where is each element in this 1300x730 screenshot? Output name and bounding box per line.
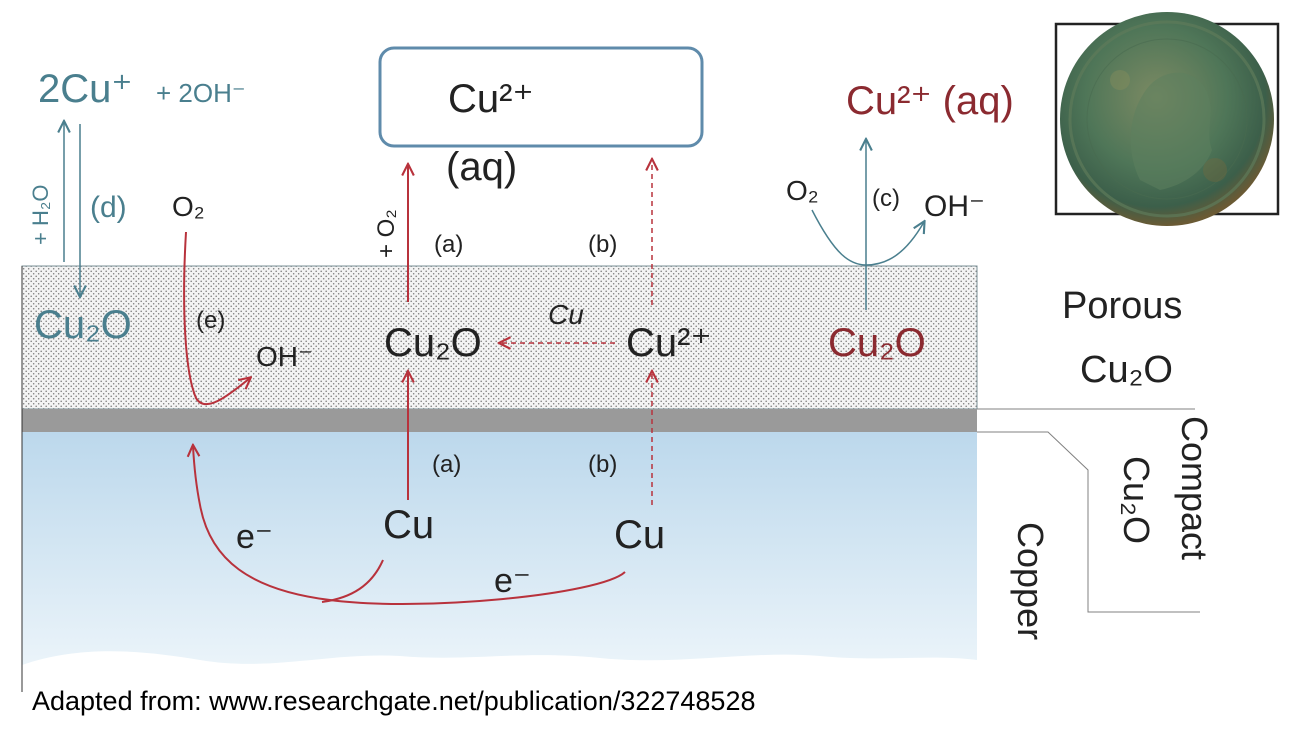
cu2plus-aq-right: Cu²⁺ (aq) xyxy=(846,79,1014,123)
cu2plus-aq-box xyxy=(378,46,704,148)
cu-a: Cu xyxy=(383,503,434,547)
cu2plus-mid: Cu²⁺ xyxy=(626,321,712,365)
compact-cu2o-layer xyxy=(22,409,977,432)
arrow-c-curve xyxy=(811,209,924,266)
copper-bottom-waves xyxy=(22,651,977,692)
cu-plus-top: 2Cu⁺ xyxy=(38,67,133,111)
h2o-side: + H₂O xyxy=(28,185,53,246)
cu2plus-box-line2: (aq) xyxy=(446,145,517,189)
arrow-electrons xyxy=(193,446,626,605)
cu2plus-box-line1: Cu²⁺ xyxy=(448,77,534,121)
label-b-top: (b) xyxy=(588,231,617,258)
copper-coin-photo-icon xyxy=(1054,12,1280,226)
cu2o-mid: Cu₂O xyxy=(384,321,482,365)
oh-right: OH⁻ xyxy=(924,190,985,223)
cu2o-right: Cu₂O xyxy=(828,321,926,365)
cu-italic: Cu xyxy=(548,299,584,330)
copper-label: Copper xyxy=(1010,522,1051,640)
labels: 2Cu⁺ + 2OH⁻ + H₂O (d) O₂ (e) OH⁻ Cu₂O Cu… xyxy=(28,67,1215,640)
o2-mid: + O₂ xyxy=(373,209,400,258)
oh-left: OH⁻ xyxy=(256,341,313,372)
e-minus-1: e⁻ xyxy=(236,518,273,556)
compact-label-line2: Cu₂O xyxy=(1116,456,1157,544)
arrow-e xyxy=(183,231,250,406)
label-c: (c) xyxy=(872,185,900,212)
label-d: (d) xyxy=(90,191,127,224)
source-caption: Adapted from: www.researchgate.net/publi… xyxy=(32,686,756,716)
compact-label-line1: Compact xyxy=(1174,416,1215,560)
copper-leader-line xyxy=(977,431,1200,613)
oh-top: + 2OH⁻ xyxy=(156,78,246,108)
porous-label-line2: Cu₂O xyxy=(1080,349,1173,391)
cu-b: Cu xyxy=(614,513,665,557)
o2-right: O₂ xyxy=(786,175,819,206)
arrows xyxy=(64,122,924,605)
label-e: (e) xyxy=(196,307,225,334)
label-a-bottom: (a) xyxy=(432,451,461,478)
porous-label-line1: Porous xyxy=(1062,285,1182,327)
o2-left: O₂ xyxy=(172,191,205,222)
copper-layer xyxy=(22,432,977,692)
label-a-top: (a) xyxy=(434,231,463,258)
label-b-bottom: (b) xyxy=(588,451,617,478)
e-minus-2: e⁻ xyxy=(494,562,531,600)
cu2o-left: Cu₂O xyxy=(34,303,132,347)
layers xyxy=(21,265,1200,692)
electron-branch xyxy=(321,559,384,603)
